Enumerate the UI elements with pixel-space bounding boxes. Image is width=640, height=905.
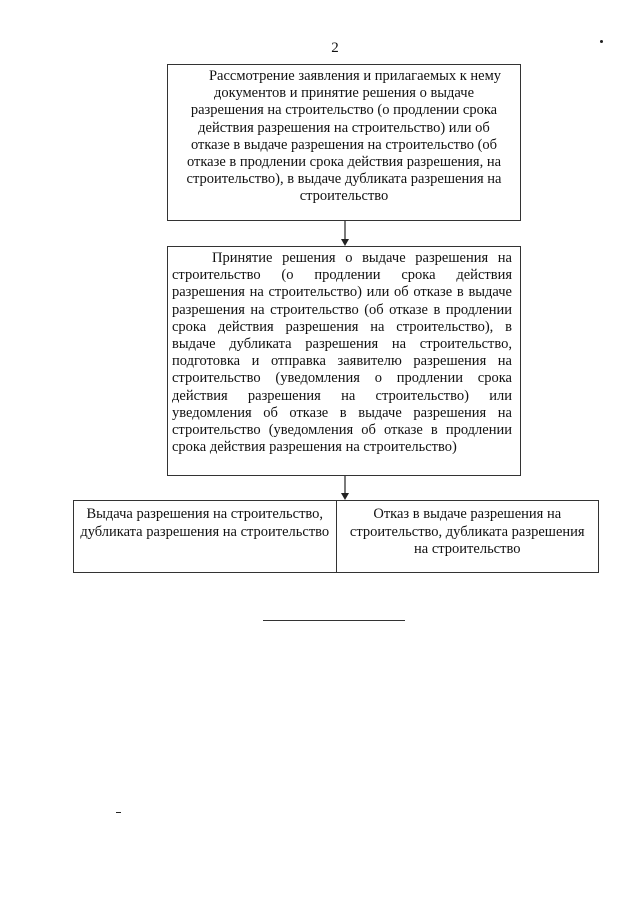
page-number: 2 bbox=[331, 40, 339, 56]
end-rule bbox=[263, 620, 405, 621]
scan-speck bbox=[600, 40, 603, 43]
arrow-down-1 bbox=[341, 221, 349, 246]
outcome-refusal: Отказ в выдаче разрешения на строительст… bbox=[335, 501, 599, 572]
scan-dash bbox=[116, 812, 121, 813]
step-box-decision: Принятие решения о выдаче разрешения на … bbox=[167, 246, 521, 476]
arrow-down-2 bbox=[341, 476, 349, 500]
step-text-decision: Принятие решения о выдаче разрешения на … bbox=[172, 250, 512, 456]
step-text-review: Рассмотрение заявления и прилагаемых к н… bbox=[186, 68, 502, 205]
outcome-row: Выдача разрешения на строительство, дубл… bbox=[73, 500, 599, 573]
step-box-review: Рассмотрение заявления и прилагаемых к н… bbox=[167, 64, 521, 221]
outcome-issue: Выдача разрешения на строительство, дубл… bbox=[80, 506, 330, 540]
